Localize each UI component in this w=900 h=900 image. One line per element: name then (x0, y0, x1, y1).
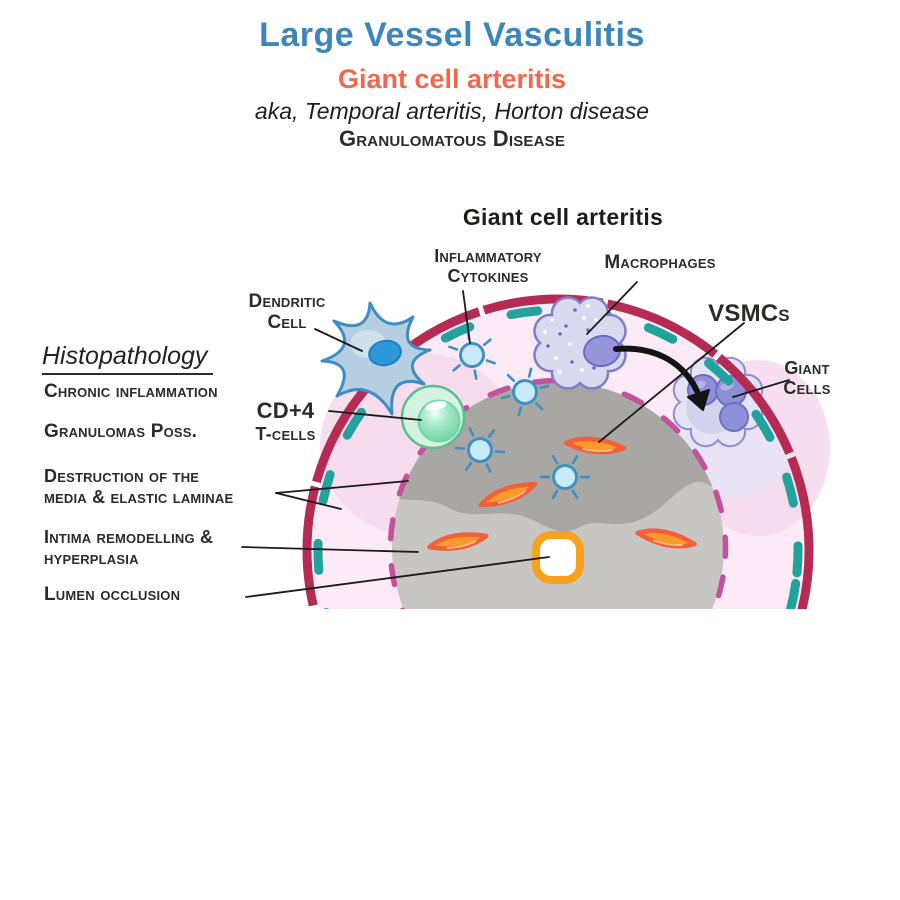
label-line: Giant (784, 358, 830, 378)
label-line: Inflammatory (434, 246, 542, 266)
pointer-lines (241, 281, 790, 598)
label-line: Dendritic (248, 291, 326, 312)
histopathology-heading: Histopathology (42, 342, 214, 375)
histo-line: Granulomas Poss. (44, 421, 198, 442)
diagram-title: Giant cell arteritis (462, 204, 664, 230)
label-line: T-cells (255, 423, 316, 444)
label-line: CD+4 (256, 398, 315, 423)
page-subtitle: Giant cell arteritis (337, 64, 567, 94)
dendritic-nucleus (368, 339, 402, 367)
line-destruction-a (275, 480, 409, 494)
cd4-tcell (400, 384, 466, 450)
line-dendritic-cell (314, 328, 363, 352)
label-inflammatory-cytokines: Inflammatory Cytokines (418, 246, 558, 286)
differentiation-arrow (613, 345, 710, 411)
label-macrophages: Macrophages (594, 252, 726, 273)
page-title: Large Vessel Vasculitis (259, 16, 645, 54)
line-macrophages (586, 281, 638, 335)
histo-item-granulomas: Granulomas Poss. (44, 421, 197, 442)
vessel-wall-ring (302, 294, 814, 609)
histo-item-intima-remodelling: Intima remodelling & hyperplasia (44, 527, 213, 569)
histo-item-destruction-media: Destruction of the media & elastic lamin… (44, 466, 233, 508)
label-dendritic-cell: Dendritic Cell (238, 291, 336, 334)
label-line: Cells (783, 378, 831, 399)
macrophage-speckles (543, 304, 598, 374)
histo-line: Lumen occlusion (44, 584, 181, 605)
line-destruction-b (275, 492, 342, 510)
histo-line: hyperplasia (44, 548, 139, 568)
label-vsmcs: VSMCs (703, 300, 795, 328)
disease-classification: Granulomatous Disease (338, 126, 566, 151)
histo-item-lumen-occlusion: Lumen occlusion (44, 584, 180, 605)
aka-line: aka, Temporal arteritis, Horton disease (254, 98, 650, 124)
label-giant-cells: Giant Cells (773, 358, 841, 398)
page-header: Large Vessel Vasculitis Giant cell arter… (52, 16, 852, 152)
line-inflammatory-cytokines (462, 290, 471, 344)
line-cd4-tcells (328, 410, 422, 421)
dendritic-cell (320, 301, 432, 416)
histo-line: Chronic inflammation (44, 381, 218, 402)
vessel-cross-section (302, 294, 830, 609)
line-intima (241, 546, 419, 553)
label-line: Macrophages (604, 252, 716, 273)
histo-line: Intima remodelling & (44, 527, 214, 547)
tcell-highlight (425, 400, 447, 412)
histo-item-chronic-inflammation: Chronic inflammation (44, 381, 218, 402)
label-line: VSMCs (708, 300, 790, 327)
label-line: Cytokines (447, 266, 529, 287)
line-lumen (245, 556, 550, 598)
label-line: Cell (267, 312, 307, 334)
macrophage (533, 296, 627, 390)
occluded-lumen (532, 531, 584, 584)
label-cd4-tcells: CD+4 T-cells (238, 398, 333, 444)
media-region (392, 382, 724, 532)
line-giant-cells (732, 379, 790, 398)
histo-line: Destruction of the (44, 466, 200, 486)
histo-line: media & elastic laminae (44, 487, 234, 507)
line-vsmcs (598, 322, 745, 443)
